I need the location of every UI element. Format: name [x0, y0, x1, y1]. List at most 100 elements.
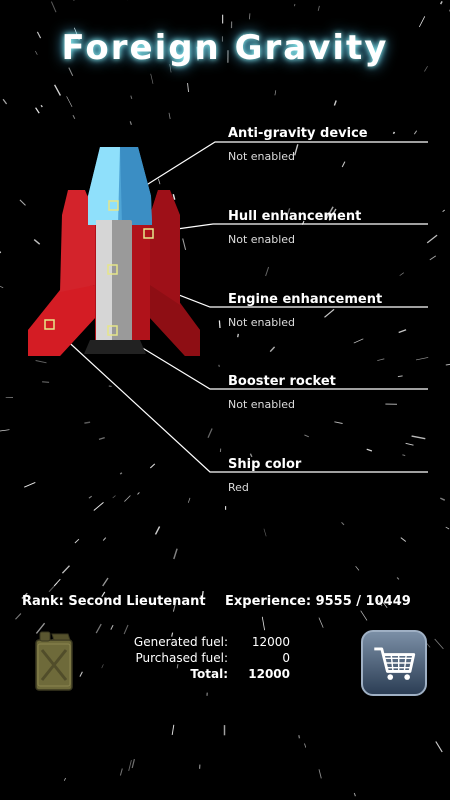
- star-streak: [119, 768, 123, 776]
- upgrade-hull[interactable]: Hull enhancement Not enabled: [228, 209, 428, 247]
- star-streak: [418, 16, 426, 28]
- star-streak: [88, 495, 92, 499]
- star-streak: [402, 454, 406, 457]
- star-streak: [61, 565, 71, 574]
- shopping-cart-icon: [374, 647, 416, 680]
- slot-marker-hull[interactable]: [143, 228, 154, 239]
- star-streak: [130, 95, 133, 100]
- star-streak: [249, 453, 253, 458]
- star-streak: [318, 617, 324, 628]
- star-streak: [149, 463, 156, 469]
- star-streak: [98, 436, 105, 441]
- star-streak: [435, 741, 443, 753]
- connector-color: [48, 323, 428, 473]
- star-streak: [341, 161, 346, 168]
- upgrade-ship-color[interactable]: Ship color Red: [228, 457, 428, 495]
- star-streak: [15, 613, 22, 620]
- upgrade-name: Hull enhancement: [228, 209, 362, 224]
- slot-marker-engine[interactable]: [107, 264, 118, 275]
- upgrade-status: Not enabled: [228, 233, 296, 246]
- slot-marker-anti-gravity[interactable]: [108, 200, 119, 211]
- star-streak: [328, 208, 337, 221]
- star-streak: [33, 239, 41, 245]
- star-streak: [74, 538, 80, 544]
- star-streak: [445, 363, 450, 366]
- star-streak: [377, 358, 385, 361]
- upgrade-engine[interactable]: Engine enhancement Not enabled: [228, 292, 428, 330]
- star-streak: [24, 481, 36, 488]
- star-streak: [439, 497, 446, 501]
- star-streak: [397, 375, 403, 378]
- slot-marker-booster[interactable]: [107, 325, 118, 336]
- star-streak: [50, 1, 57, 13]
- star-streak: [172, 194, 176, 200]
- upgrade-booster[interactable]: Booster rocket Not enabled: [228, 374, 428, 412]
- jerrycan-icon: [35, 631, 73, 691]
- star-streak: [171, 632, 174, 637]
- star-streak: [131, 758, 135, 769]
- star-streak: [415, 357, 429, 361]
- star-streak: [424, 66, 428, 72]
- star-streak: [399, 272, 404, 276]
- game-title: Foreign Gravity: [61, 28, 389, 68]
- star-streak: [400, 537, 407, 542]
- star-streak: [0, 285, 4, 289]
- star-streak: [79, 671, 83, 677]
- star-streak: [434, 638, 444, 650]
- upgrade-status: Not enabled: [228, 316, 296, 329]
- star-streak: [392, 131, 396, 135]
- star-streak: [2, 98, 8, 105]
- star-streak: [101, 591, 106, 598]
- star-streak: [110, 624, 114, 630]
- star-streak: [353, 792, 356, 797]
- star-streak: [398, 329, 407, 334]
- star-streak: [360, 610, 368, 621]
- star-streak: [286, 208, 291, 215]
- star-streak: [341, 521, 345, 526]
- slot-markers: [44, 200, 154, 336]
- star-streak: [298, 735, 301, 739]
- star-streak: [0, 429, 10, 432]
- star-streak: [42, 381, 50, 384]
- star-streak: [333, 100, 337, 106]
- star-streak: [426, 234, 438, 244]
- star-streak: [304, 743, 306, 748]
- fuel-label: Generated fuel:: [133, 635, 228, 649]
- star-streak: [123, 624, 129, 635]
- star-streak: [218, 320, 221, 329]
- star-streak: [318, 769, 322, 779]
- fuel-summary: Generated fuel: 12000 Purchased fuel: 0 …: [120, 634, 290, 682]
- star-streak: [317, 5, 320, 11]
- shop-button[interactable]: [361, 630, 427, 696]
- star-streak: [35, 622, 46, 634]
- star-streak: [102, 537, 107, 541]
- star-streak: [172, 600, 177, 612]
- rank-text: Rank: Second Lieutenant: [22, 594, 206, 609]
- upgrade-anti-gravity[interactable]: Anti-gravity device Not enabled: [228, 126, 428, 164]
- star-streak: [169, 64, 172, 73]
- slot-marker-color[interactable]: [44, 319, 55, 330]
- star-streak: [128, 759, 132, 772]
- star-streak: [168, 112, 171, 120]
- star-streak: [101, 664, 104, 669]
- star-streak: [334, 421, 343, 424]
- star-streak: [375, 597, 383, 607]
- star-streak: [84, 421, 91, 424]
- fuel-value: 12000: [248, 667, 290, 681]
- fuel-label: Purchased fuel:: [135, 651, 228, 665]
- fuel-row-generated: Generated fuel: 12000: [120, 634, 290, 650]
- star-streak: [64, 777, 66, 781]
- fuel-value: 12000: [251, 635, 290, 649]
- star-streak: [68, 67, 74, 77]
- fuel-row-total: Total: 12000: [120, 666, 290, 682]
- star-streak: [263, 528, 267, 537]
- star-streak: [36, 31, 42, 39]
- star-streak: [119, 472, 123, 475]
- star-streak: [381, 600, 388, 608]
- star-streak: [102, 577, 109, 587]
- star-streak: [366, 448, 373, 452]
- star-streak: [171, 724, 175, 735]
- star-streak: [445, 526, 450, 530]
- star-streak: [187, 83, 190, 93]
